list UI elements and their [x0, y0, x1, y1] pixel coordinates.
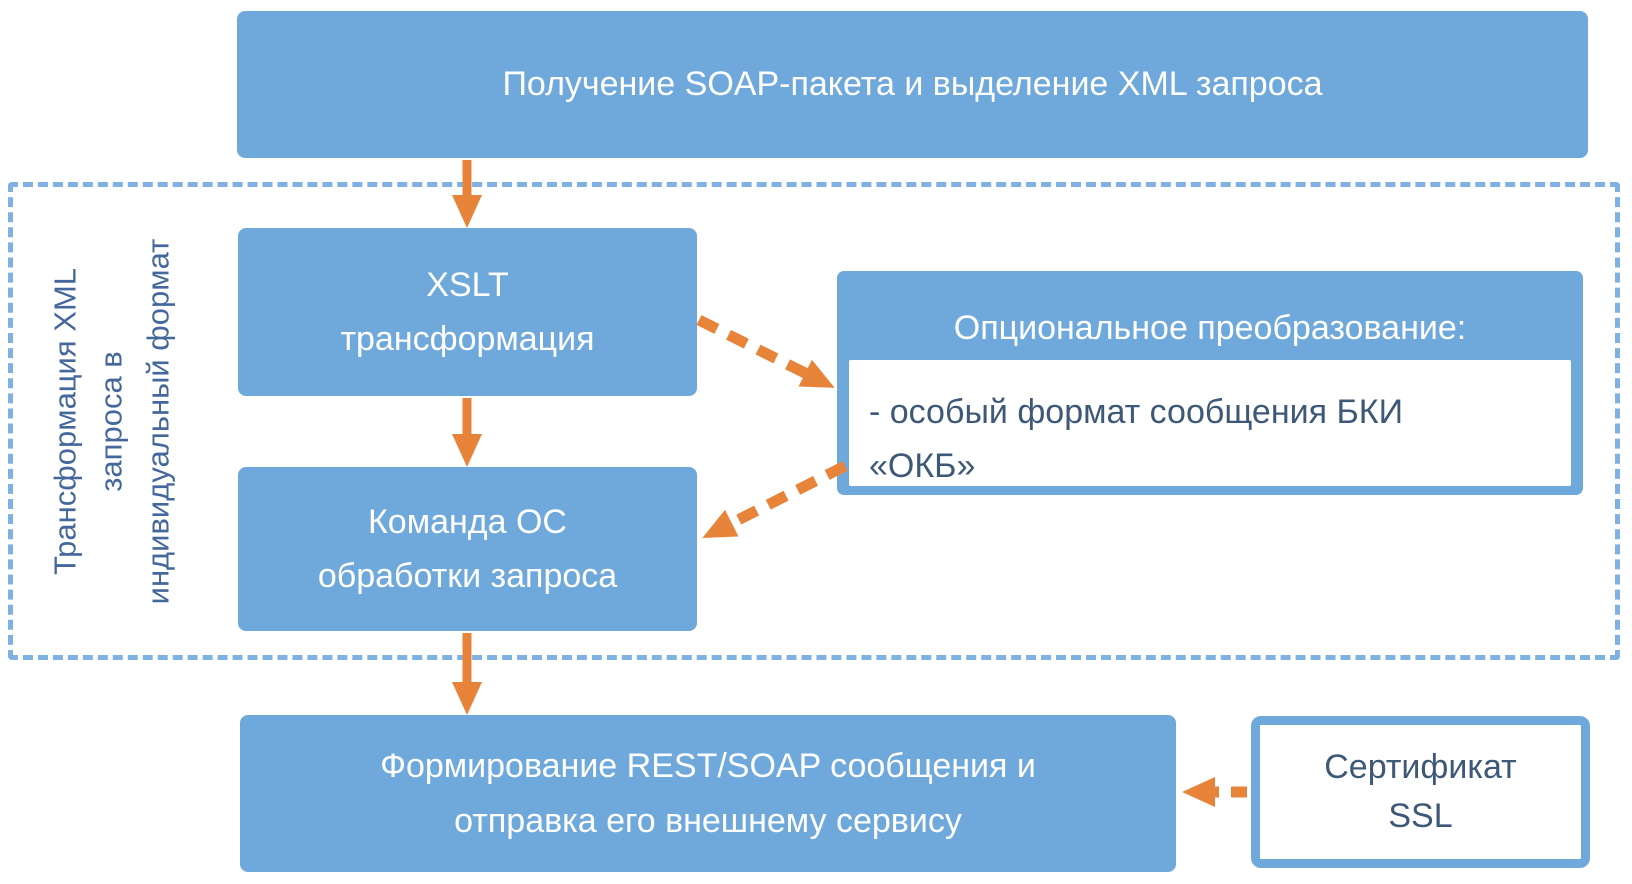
transform-group-label-line: запроса в — [93, 351, 129, 492]
node-optional-note: - особый формат сообщения БКИ «ОКБ» — [849, 360, 1571, 486]
node-optional-note-line: «ОКБ» — [869, 447, 976, 485]
node-optional-transformation: Опциональное преобразование: - особый фо… — [837, 271, 1583, 495]
node-ssl-certificate: Сертификат SSL — [1251, 716, 1590, 868]
node-xslt-label-line: трансформация — [340, 320, 595, 358]
node-send-message-label-line: Формирование REST/SOAP сообщения и — [380, 747, 1036, 786]
node-os-command-label-line: обработки запроса — [317, 557, 618, 595]
node-xslt-label-line: XSLT — [426, 265, 509, 304]
node-ssl-certificate-label-line: Сертификат — [1324, 747, 1517, 786]
node-optional-note-line: - особый формат сообщения БКИ — [869, 393, 1404, 431]
transform-group-label-line: индивидуальный формат — [140, 238, 176, 605]
node-ssl-certificate-label-line: SSL — [1388, 797, 1453, 835]
transform-group-label-line: Трансформация XML — [47, 267, 83, 576]
node-os-command-label-line: Команда ОС — [368, 502, 567, 541]
node-os-command: Команда ОС обработки запроса — [238, 467, 697, 631]
node-receive-soap-label: Получение SOAP-пакета и выделение XML за… — [502, 65, 1323, 104]
transform-group-label: Трансформация XML запроса в индивидуальн… — [30, 183, 195, 661]
transform-group-container — [8, 182, 1620, 660]
node-send-message-label-line: отправка его внешнему сервису — [454, 801, 962, 840]
node-optional-title: Опциональное преобразование: — [953, 308, 1467, 347]
node-xslt-transformation: XSLT трансформация — [238, 228, 697, 396]
node-send-message: Формирование REST/SOAP сообщения и отпра… — [240, 715, 1176, 872]
node-receive-soap: Получение SOAP-пакета и выделение XML за… — [237, 11, 1588, 158]
